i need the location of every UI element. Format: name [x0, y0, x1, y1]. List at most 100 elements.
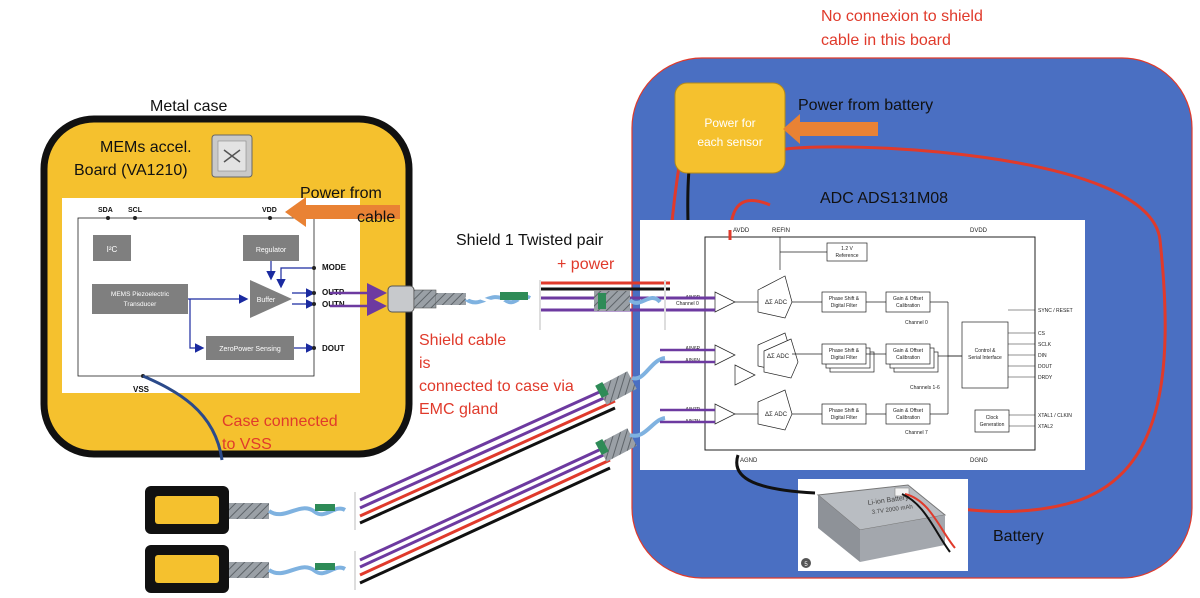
- sensor-buffer: [250, 280, 292, 318]
- svg-text:Digital Filter: Digital Filter: [831, 303, 858, 309]
- sensor-box-3: [145, 545, 229, 593]
- adc-control-box: [961, 321, 1009, 389]
- red-power-loop: [779, 145, 1167, 514]
- adc-dvdd: DVDD: [970, 228, 988, 234]
- arrow-power-battery: [783, 114, 878, 144]
- svg-text:DRDY: DRDY: [1038, 375, 1053, 381]
- power-box-line2: each sensor: [697, 135, 762, 149]
- svg-text:Serial Interface: Serial Interface: [968, 355, 1002, 361]
- battery-badge-num: 5: [804, 562, 808, 568]
- mems-chip-icon: [211, 134, 253, 178]
- svg-text:Digital Filter: Digital Filter: [831, 415, 858, 421]
- label-metal-case: Metal case: [150, 98, 227, 115]
- battery-photo-spec: 3.7V 2000 mAh: [871, 504, 913, 516]
- svg-text:MEMS Piezoelectric: MEMS Piezoelectric: [111, 291, 170, 298]
- svg-text:Phase Shift &: Phase Shift &: [829, 348, 860, 354]
- adc-in-ch0: Channel 0: [676, 301, 699, 307]
- svg-text:Phase Shift &: Phase Shift &: [829, 296, 860, 302]
- svg-text:Generation: Generation: [980, 422, 1005, 428]
- svg-text:Gain & Offset: Gain & Offset: [893, 348, 924, 354]
- arrow-power-cable: [285, 197, 400, 227]
- svg-text:Buffer: Buffer: [257, 297, 276, 304]
- pin-sda: SDA: [98, 207, 113, 214]
- adc-channel0-row: ΔΣ ADC Phase Shift & Digital Filter Gain…: [714, 275, 948, 326]
- cable-sensor2-to-adc: [359, 348, 715, 525]
- svg-text:Control &: Control &: [975, 348, 997, 354]
- adc-refin: REFIN: [772, 228, 790, 234]
- sensor-zeropower-box: [206, 336, 294, 360]
- label-mems-2: Board (VA1210): [74, 162, 188, 179]
- pin-scl: SCL: [128, 207, 143, 214]
- svg-text:Phase Shift &: Phase Shift &: [829, 408, 860, 414]
- pin-vdd: VDD: [262, 207, 277, 214]
- svg-text:Gain & Offset: Gain & Offset: [893, 296, 924, 302]
- label-case-vss-2: to VSS: [222, 436, 272, 453]
- svg-text:I²C: I²C: [107, 245, 118, 254]
- sensor-box-2: [145, 486, 229, 534]
- svg-text:Channels 1-6: Channels 1-6: [910, 385, 940, 391]
- label-plus-power: + power: [557, 256, 615, 273]
- label-adc-title: ADC ADS131M08: [820, 190, 948, 207]
- svg-text:ΔΣ ADC: ΔΣ ADC: [767, 354, 790, 360]
- label-shield-connected-3: connected to case via: [419, 378, 574, 395]
- sensor3-cable-stub: [229, 551, 356, 590]
- cable-sensor3-to-adc: [359, 408, 715, 585]
- svg-text:CS: CS: [1038, 331, 1046, 337]
- sensor-i2c-box: [93, 235, 131, 261]
- adc-digital-pins: SYNC / RESET CS SCLK DIN DOUT DRDY XTAL1…: [1008, 308, 1073, 430]
- svg-text:Digital Filter: Digital Filter: [831, 355, 858, 361]
- label-shield-connected-2: is: [419, 355, 431, 372]
- svg-text:SCLK: SCLK: [1038, 342, 1052, 348]
- svg-text:Calibration: Calibration: [896, 415, 920, 421]
- svg-text:Gain & Offset: Gain & Offset: [893, 408, 924, 414]
- label-case-vss-1: Case connected: [222, 413, 338, 430]
- sensor-regulator-box: [243, 235, 299, 261]
- svg-text:DIN: DIN: [1038, 353, 1047, 359]
- svg-text:ZeroPower Sensing: ZeroPower Sensing: [219, 346, 281, 353]
- svg-text:XTAL2: XTAL2: [1038, 424, 1053, 430]
- emc-gland-connector: [387, 285, 466, 313]
- pin-outn: OUTN: [322, 300, 345, 309]
- label-power-cable-1: Power from: [300, 185, 382, 202]
- svg-text:Channel 0: Channel 0: [905, 320, 928, 326]
- svg-text:Transducer: Transducer: [124, 301, 157, 308]
- label-battery: Battery: [993, 528, 1044, 545]
- adc-channels16-row: ΔΣ ADC Phase Shift & Digital Filter Gain…: [714, 332, 962, 391]
- cable-sensor1-to-adc: [540, 281, 715, 312]
- power-box-line1: Power for: [704, 116, 755, 130]
- svg-text:DOUT: DOUT: [1038, 364, 1052, 370]
- label-mems-1: MEMs accel.: [100, 139, 192, 156]
- label-shield-connected-1: Shield cable: [419, 332, 506, 349]
- adc-dgnd: DGND: [970, 458, 988, 464]
- adc-ref-1: 1.2 V: [841, 246, 853, 252]
- adc-clock-box: [974, 409, 1010, 433]
- twisted-pair-cable: [464, 292, 532, 305]
- label-power-battery: Power from battery: [798, 97, 933, 114]
- label-power-cable-2: cable: [357, 209, 395, 226]
- svg-text:Calibration: Calibration: [896, 303, 920, 309]
- black-ground-wire: [735, 454, 816, 495]
- svg-text:Clock: Clock: [986, 415, 999, 421]
- svg-text:SYNC / RESET: SYNC / RESET: [1038, 308, 1073, 314]
- svg-text:Calibration: Calibration: [896, 355, 920, 361]
- svg-text:ΔΣ ADC: ΔΣ ADC: [765, 412, 788, 418]
- svg-text:Channel 7: Channel 7: [905, 430, 928, 436]
- adc-channel7-row: ΔΣ ADC Phase Shift & Digital Filter Gain…: [714, 302, 962, 436]
- pin-dout: DOUT: [322, 344, 345, 353]
- battery-badge: [801, 558, 811, 568]
- sensor2-cable-stub: [229, 492, 356, 530]
- label-shield-connected-4: EMC gland: [419, 401, 498, 418]
- label-shield-pair: Shield 1 Twisted pair: [456, 232, 604, 249]
- svg-text:ΔΣ ADC: ΔΣ ADC: [765, 300, 788, 306]
- adc-avdd: AVDD: [733, 228, 750, 234]
- label-no-connexion-2: cable in this board: [821, 32, 951, 49]
- pin-vss: VSS: [133, 385, 150, 394]
- adc-agnd: AGND: [740, 458, 758, 464]
- sensor-transducer-box: [92, 284, 188, 314]
- vss-wire: [142, 374, 224, 461]
- pin-mode: MODE: [322, 263, 347, 272]
- label-no-connexion-1: No connexion to shield: [821, 8, 983, 25]
- svg-text:XTAL1 / CLKIN: XTAL1 / CLKIN: [1038, 413, 1072, 419]
- svg-text:Regulator: Regulator: [256, 247, 287, 254]
